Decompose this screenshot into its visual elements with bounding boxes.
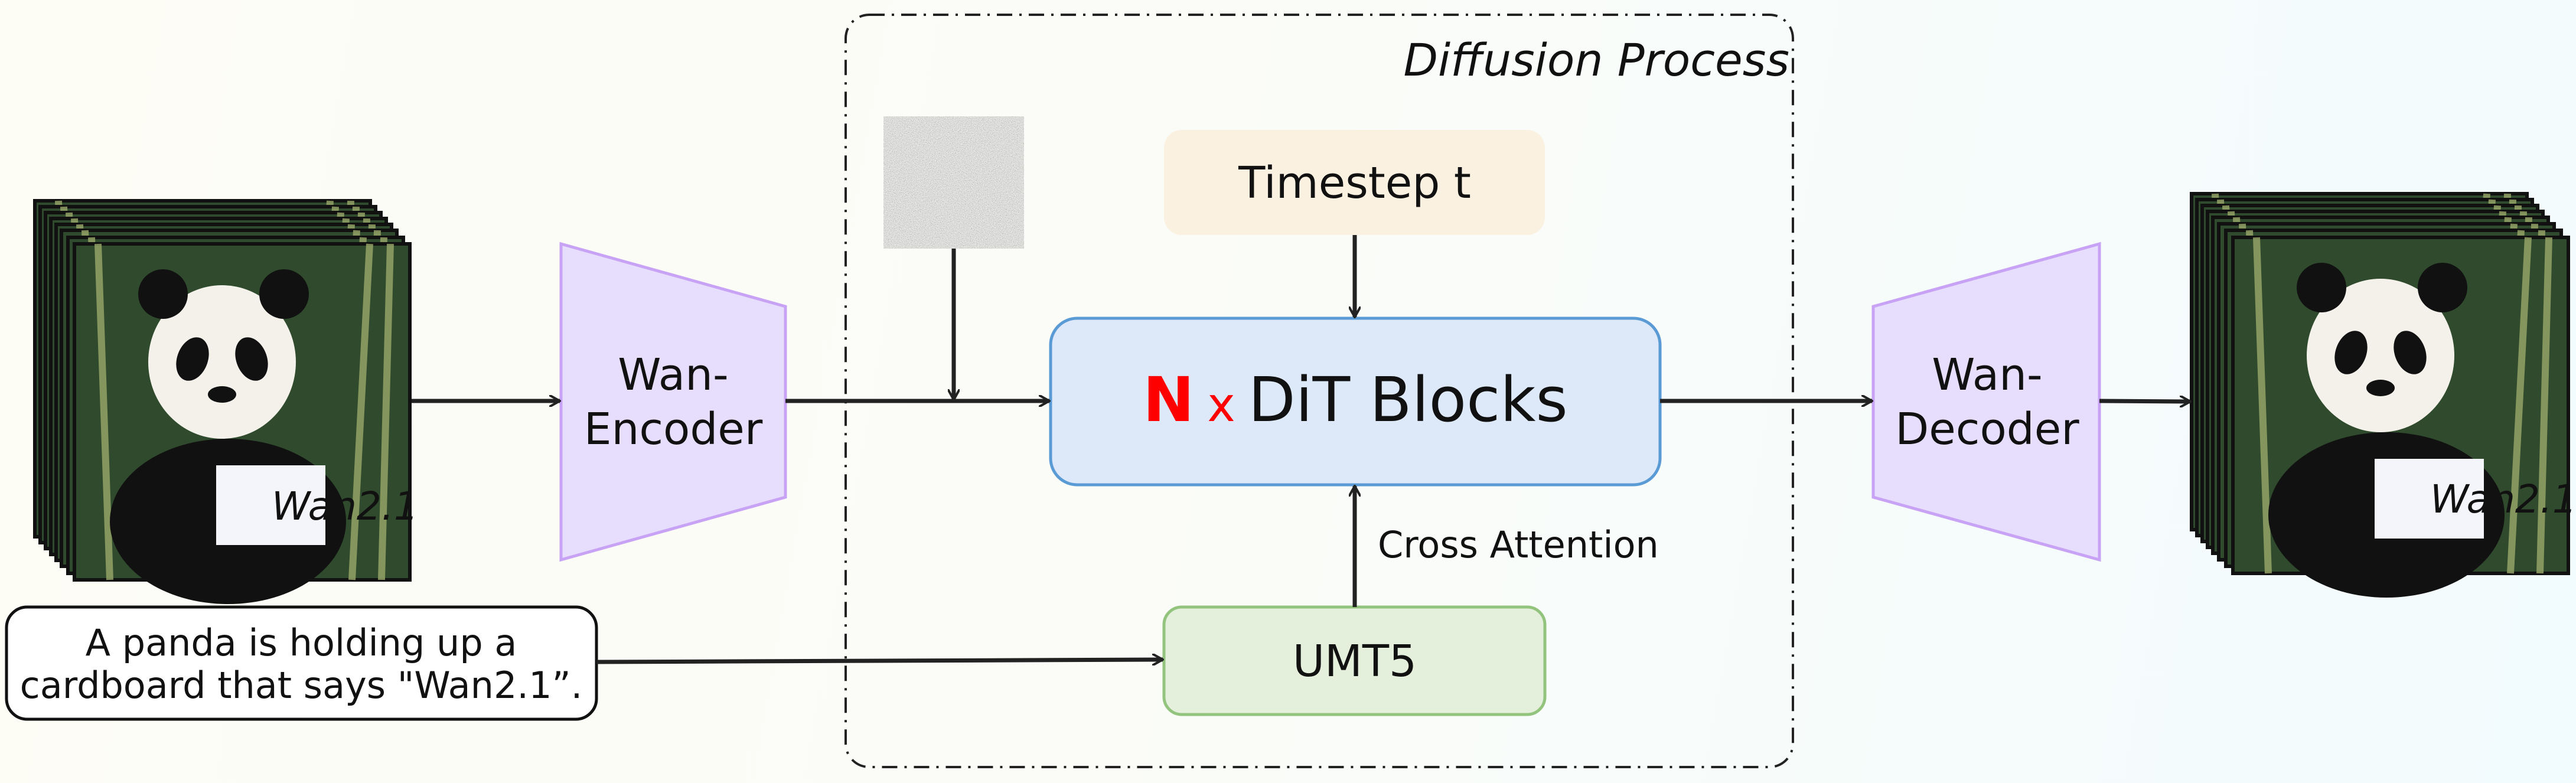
- decoder-label-line2: Decoder: [1895, 404, 2079, 455]
- arrow-decoder-to-video: [2099, 401, 2190, 402]
- diffusion-process-title: Diffusion Process: [1404, 34, 1790, 86]
- cross-attention-label: Cross Attention: [1378, 523, 1659, 566]
- diffusion-process-box: [844, 14, 1794, 768]
- umt5-label: UMT5: [1293, 636, 1417, 687]
- dit-label: DiT Blocks: [1248, 364, 1568, 436]
- prompt-line2: cardboard that says "Wan2.1”.: [20, 664, 583, 707]
- output-sign-text: Wan2.1: [2430, 477, 2576, 522]
- noise-latent: [883, 116, 1024, 249]
- input-video-frames: Wan2.1: [35, 201, 419, 604]
- prompt-line1: A panda is holding up a: [86, 621, 517, 664]
- encoder-label-line1: Wan-: [618, 350, 728, 400]
- text-prompt-box: [5, 605, 598, 721]
- output-video-frames: Wan2.1: [2192, 194, 2576, 598]
- wan-decoder: [1871, 242, 2101, 562]
- dit-n: N: [1143, 364, 1194, 436]
- arrows: [412, 235, 2190, 662]
- dit-x: x: [1207, 377, 1235, 432]
- wan-encoder: [559, 242, 787, 562]
- arrow-prompt-to-umt5: [596, 660, 1163, 662]
- timestep-box: [1164, 130, 1545, 235]
- input-sign-text: Wan2.1: [272, 484, 419, 529]
- encoder-label-line2: Encoder: [584, 404, 763, 455]
- decoder-label-line1: Wan-: [1932, 350, 2042, 400]
- timestep-label: Timestep t: [1238, 158, 1471, 208]
